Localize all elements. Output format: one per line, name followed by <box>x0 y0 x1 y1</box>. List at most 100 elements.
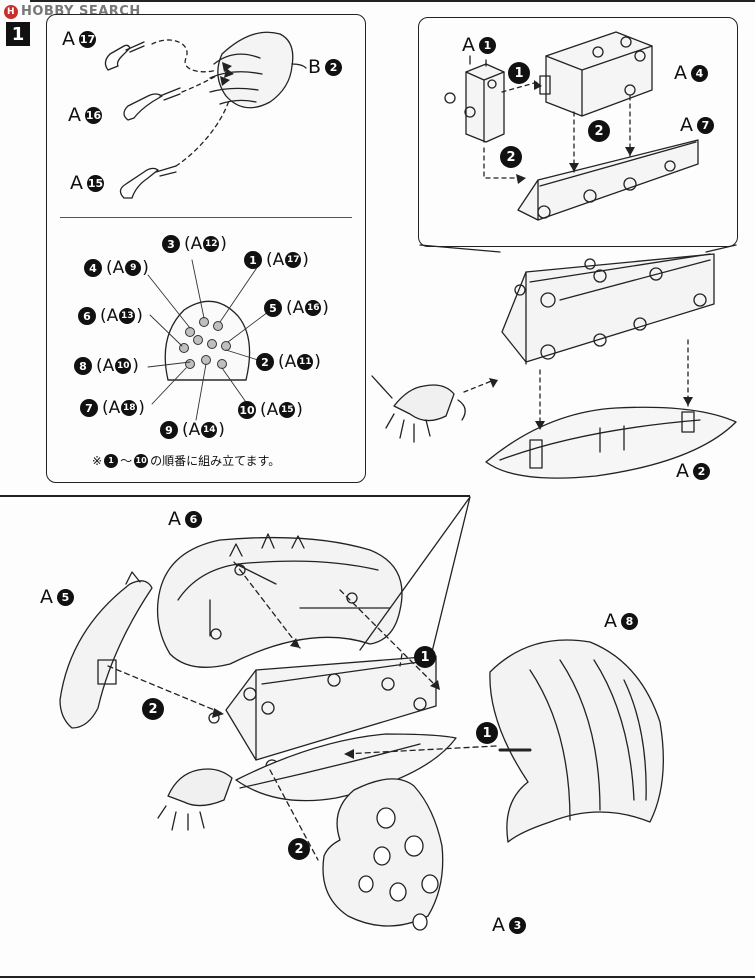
side-a5 <box>59 580 153 729</box>
label-a15-number: 15 <box>87 174 104 192</box>
label-a17-number: 17 <box>79 30 96 48</box>
label-a8-letter: A <box>604 610 618 632</box>
order-num: 12 <box>203 236 220 252</box>
watermark-logo-icon: H <box>4 4 18 19</box>
order-step: 8 <box>74 357 92 375</box>
label-a16-number: 16 <box>85 106 102 124</box>
order-num: 17 <box>285 252 302 268</box>
label-a17-letter: A <box>62 28 76 50</box>
hull-a2 <box>485 406 737 479</box>
order-step: 2 <box>256 353 274 371</box>
label-a15-letter: A <box>70 172 84 194</box>
order-part: A <box>272 250 285 270</box>
order-num: 15 <box>279 402 296 418</box>
label-b2-letter: B <box>308 56 323 78</box>
order-step: 7 <box>80 399 98 417</box>
label-a1: A 1 <box>462 34 496 56</box>
bottom-border <box>0 976 755 978</box>
order-num: 9 <box>125 260 142 276</box>
step-number: 1 <box>6 22 30 46</box>
order-step: 5 <box>264 299 282 317</box>
order-num: 16 <box>305 300 322 316</box>
label-a4-number: 4 <box>691 64 708 82</box>
hand-claws-lower <box>167 768 233 807</box>
assembled-frame <box>501 253 715 363</box>
note-tilde: ～ <box>120 454 133 468</box>
claw-a17 <box>104 44 131 71</box>
label-a16-letter: A <box>68 104 82 126</box>
shell-a8 <box>489 639 664 843</box>
hand-claws-upper <box>393 384 455 422</box>
order-part: A <box>112 258 125 278</box>
label-a7-letter: A <box>680 114 694 136</box>
order-num: 11 <box>297 354 314 370</box>
order-num: 18 <box>121 400 138 416</box>
note-from-step: 1 <box>104 453 119 468</box>
label-a5-number: 5 <box>57 588 74 606</box>
assembly-order-note: ※ 1 ～ 10 の順番に組み立てます。 <box>92 452 280 469</box>
label-b2: B 2 <box>308 56 343 78</box>
order-step: 10 <box>238 401 256 419</box>
order-part: A <box>190 234 203 254</box>
order-num: 13 <box>119 308 136 324</box>
step-marker-lower-1a: 1 <box>414 646 436 668</box>
order-num: 14 <box>201 422 218 438</box>
claw-a15 <box>119 167 159 199</box>
label-a5: A 5 <box>40 586 74 608</box>
note-to-step: 10 <box>134 453 149 468</box>
order-part: A <box>292 298 305 318</box>
label-a7: A 7 <box>680 114 714 136</box>
label-a17: A 17 <box>62 28 96 50</box>
label-a6-letter: A <box>168 508 182 530</box>
label-a4-letter: A <box>674 62 688 84</box>
order-step: 6 <box>78 307 96 325</box>
label-a4: A 4 <box>674 62 708 84</box>
label-a16: A 16 <box>68 104 102 126</box>
label-a8-number: 8 <box>621 612 638 630</box>
note-prefix: ※ <box>92 453 103 468</box>
step-marker-1: 1 <box>508 62 530 84</box>
label-b2-number: 2 <box>325 58 343 76</box>
order-part: A <box>266 400 279 420</box>
label-a1-letter: A <box>462 34 476 56</box>
order-step: 3 <box>162 235 180 253</box>
label-a3-letter: A <box>492 914 506 936</box>
order-step: 1 <box>244 251 262 269</box>
label-a2: A 2 <box>676 460 710 482</box>
label-a5-letter: A <box>40 586 54 608</box>
label-a8: A 8 <box>604 610 638 632</box>
label-a3: A 3 <box>492 914 526 936</box>
part-a4 <box>545 31 653 117</box>
part-a1 <box>465 63 505 143</box>
order-part: A <box>108 398 121 418</box>
note-text: の順番に組み立てます。 <box>150 454 281 468</box>
section-divider <box>0 495 470 497</box>
label-a1-number: 1 <box>479 36 496 54</box>
step-marker-lower-1b: 1 <box>476 722 498 744</box>
order-step: 4 <box>84 259 102 277</box>
step-marker-2b: 2 <box>500 146 522 168</box>
label-a6: A 6 <box>168 508 202 530</box>
claw-a16 <box>123 93 163 121</box>
order-part: A <box>188 420 201 440</box>
label-a3-number: 3 <box>509 916 526 934</box>
label-a6-number: 6 <box>185 510 202 528</box>
hand-base-b2 <box>217 31 294 109</box>
step-marker-2: 2 <box>588 120 610 142</box>
label-a2-letter: A <box>676 460 690 482</box>
inset-divider <box>60 217 352 218</box>
label-a15: A 15 <box>70 172 104 194</box>
part-a7 <box>517 139 699 221</box>
order-num: 10 <box>115 358 132 374</box>
